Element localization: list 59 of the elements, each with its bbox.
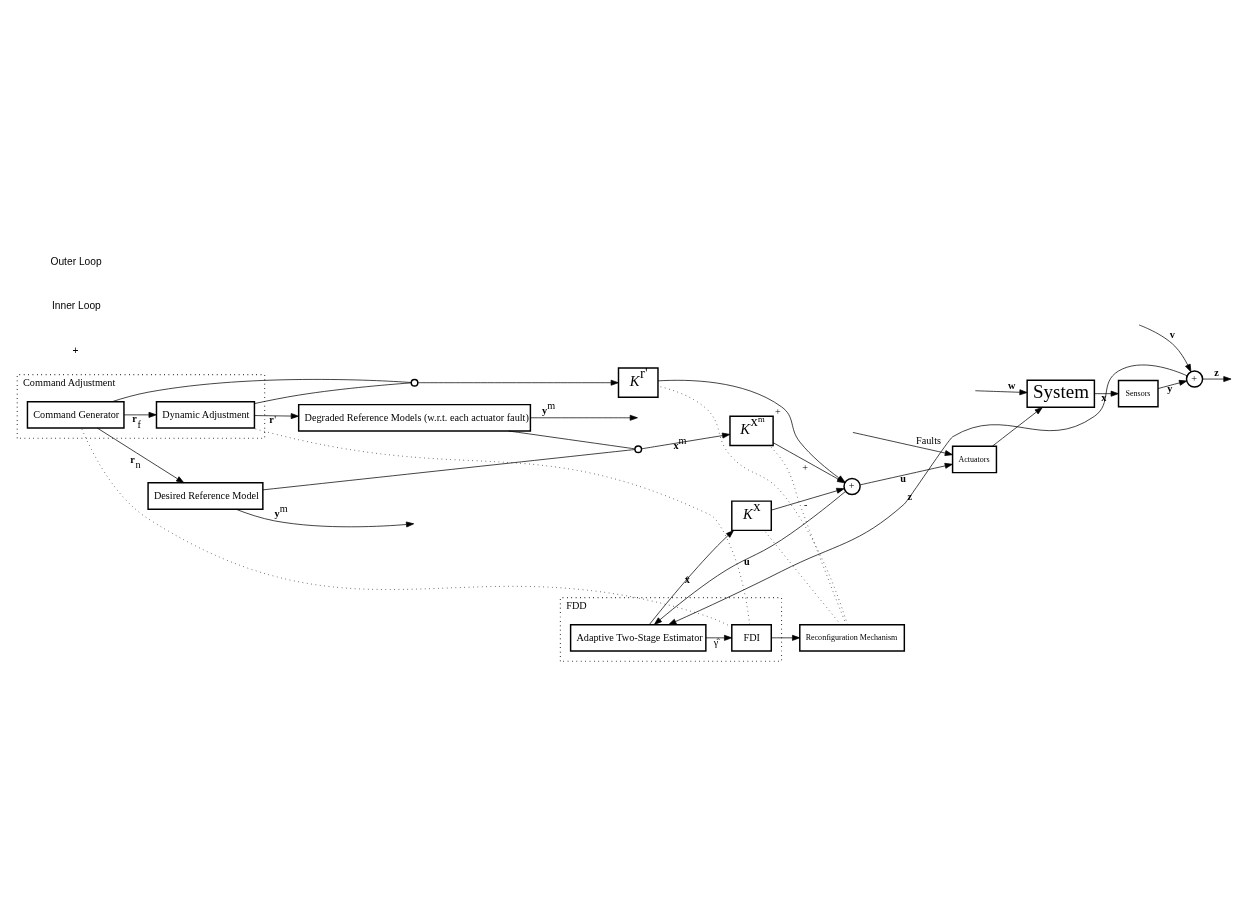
edge-label: z	[1214, 366, 1219, 378]
edge-label: -	[804, 498, 808, 510]
edge-label: v	[1169, 328, 1175, 340]
edge-label: +	[774, 405, 781, 417]
node-box: Actuators	[951, 445, 998, 473]
edge-label: x	[1101, 391, 1107, 403]
arrow	[668, 364, 1188, 625]
arrow	[771, 487, 845, 510]
node-box: Degraded Reference Models (w.r.t. each actuator fault)	[297, 403, 532, 432]
arrow	[1202, 375, 1232, 382]
edge-label: z	[907, 490, 913, 502]
label: Outer Loop	[50, 255, 102, 267]
node-circle: +	[843, 477, 861, 495]
arrow	[771, 634, 801, 641]
edge-label: y	[1167, 382, 1173, 394]
connector	[763, 529, 841, 625]
edge-label: r'	[269, 413, 277, 425]
node-box: FDI	[731, 623, 772, 652]
edge-label: Faults	[916, 434, 942, 446]
label: Inner Loop	[51, 299, 101, 311]
node-box: Reconfiguration Mechanism	[799, 623, 906, 652]
arrow	[992, 406, 1043, 446]
label: +	[72, 344, 79, 356]
edge-label: x̂	[684, 573, 690, 585]
arrow	[1157, 379, 1188, 389]
arrow	[641, 432, 731, 449]
node-box: Desired Reference Model	[147, 481, 264, 510]
arrow	[705, 634, 733, 641]
arrow	[417, 379, 619, 386]
connector	[508, 430, 636, 449]
arrow	[649, 529, 734, 625]
node-circle: +	[1185, 369, 1204, 388]
edge-label: γ̂	[713, 636, 719, 648]
node-switch	[410, 378, 419, 387]
arrow	[852, 431, 953, 456]
node-box: Adaptive Two-Stage Estimator	[569, 623, 707, 652]
edge-label: u	[900, 472, 906, 484]
connector	[81, 427, 732, 627]
arrow	[96, 427, 185, 483]
node-box: Command Generator	[26, 400, 125, 429]
node-switch	[634, 444, 643, 453]
arrow	[1138, 324, 1192, 372]
connector	[111, 378, 412, 402]
arrow	[254, 412, 299, 419]
node-box: Sensors	[1117, 379, 1159, 408]
edge-label: u	[744, 555, 750, 567]
node-box: Dynamic Adjustment	[155, 400, 256, 429]
edge-label: +	[802, 461, 809, 473]
arrow	[235, 508, 415, 527]
node-box: System	[1026, 378, 1096, 408]
arrow	[654, 490, 846, 625]
arrow	[974, 388, 1028, 395]
connector	[262, 448, 636, 490]
connector	[254, 382, 412, 404]
arrow	[1094, 390, 1119, 397]
arrow	[530, 414, 638, 421]
arrow	[859, 462, 953, 485]
arrow	[123, 411, 157, 418]
edge-label: w	[1008, 379, 1016, 391]
